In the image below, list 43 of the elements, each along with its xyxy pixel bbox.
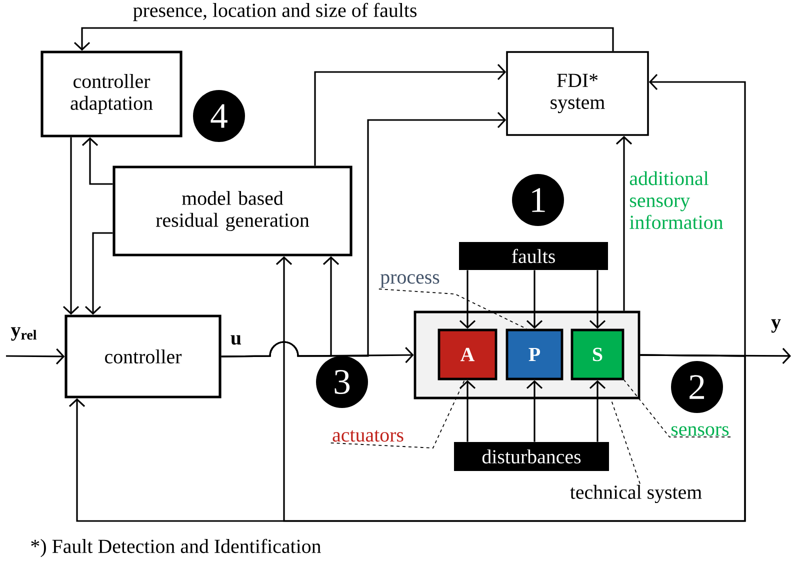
annotation-text: actuators xyxy=(332,430,404,442)
input-bar: faults xyxy=(459,242,608,270)
edge-label: additional sensory information xyxy=(628,170,730,230)
number-badge: 2 xyxy=(671,361,723,413)
annotation-text: process xyxy=(380,274,440,288)
arrow xyxy=(74,27,614,52)
component-box: S xyxy=(570,328,624,380)
footnote: *) Fault Detection and Identification xyxy=(31,538,321,558)
leader-line xyxy=(378,288,527,330)
arrow xyxy=(589,270,606,329)
edge-label: presence, location and size of faults xyxy=(132,2,418,22)
process-box: model based residual generation xyxy=(112,166,352,256)
process-box: controller xyxy=(64,314,222,398)
number-badge: 1 xyxy=(512,174,564,226)
leader-line xyxy=(624,380,731,438)
leader-line xyxy=(610,398,640,484)
arrow xyxy=(459,380,476,442)
arrow xyxy=(616,136,632,311)
arrow xyxy=(526,270,543,329)
number-badge: 3 xyxy=(316,356,368,408)
leader-line xyxy=(330,380,465,448)
number-badge: 4 xyxy=(193,90,245,142)
arrow xyxy=(6,348,65,364)
process-box: FDI* system xyxy=(506,51,649,136)
component-box: P xyxy=(506,328,564,380)
arrow xyxy=(82,137,113,185)
arrow xyxy=(459,270,476,329)
edge-label: y xyxy=(770,318,782,334)
component-box: A xyxy=(438,328,498,380)
arrow xyxy=(276,256,746,522)
arrow xyxy=(526,380,543,442)
annotation-text: sensors xyxy=(671,426,729,436)
arrow xyxy=(589,380,606,442)
process-box: controller adaptation xyxy=(40,50,182,138)
arrow xyxy=(640,74,746,357)
arrow xyxy=(314,64,506,166)
edge-label: u xyxy=(229,334,243,346)
edge-label: y$_{rel}$ xyxy=(10,326,38,342)
arrow xyxy=(221,341,414,364)
arrow xyxy=(84,232,113,315)
arrow xyxy=(62,137,80,315)
annotation-text: technical system xyxy=(570,484,702,504)
input-bar: disturbances xyxy=(454,442,609,471)
